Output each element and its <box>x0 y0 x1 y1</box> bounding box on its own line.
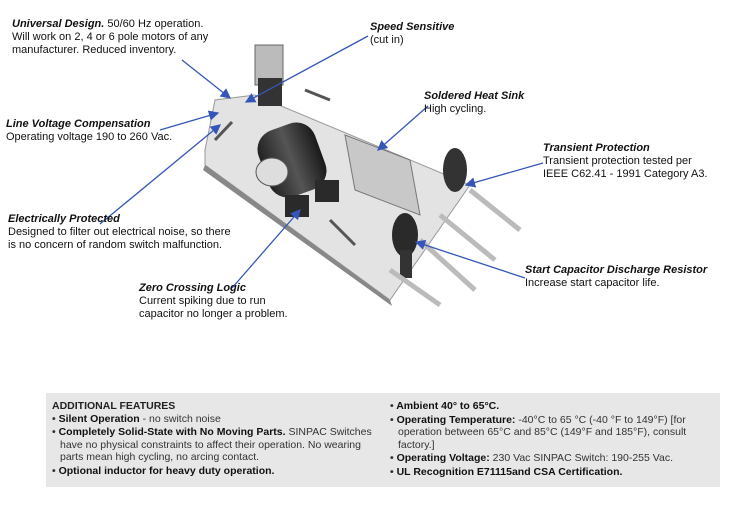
callout-speed-sensitive: Speed Sensitive(cut in) <box>370 21 455 46</box>
switch-board-illustration <box>99 35 544 308</box>
feature-item: Ambient 40° to 65°C. <box>390 400 715 413</box>
callout-universal-design: Universal Design. 50/60 Hz operation. Wi… <box>12 18 209 56</box>
additional-features-panel: ADDITIONAL FEATURES Silent Operation - n… <box>46 393 720 487</box>
feature-item: Completely Solid-State with No Moving Pa… <box>52 426 382 464</box>
feature-item: Operating Temperature: -40°C to 65 °C (-… <box>390 414 715 452</box>
callout-arrows <box>99 35 544 289</box>
feature-item: Silent Operation - no switch noise <box>52 413 382 426</box>
features-heading: ADDITIONAL FEATURES <box>52 400 176 412</box>
feature-item: UL Recognition E71115and CSA Certificati… <box>390 466 715 479</box>
feature-item: Optional inductor for heavy duty operati… <box>52 465 382 478</box>
circuit-board <box>203 44 522 308</box>
feature-item: Operating Voltage: 230 Vac SINPAC Switch… <box>390 452 715 465</box>
